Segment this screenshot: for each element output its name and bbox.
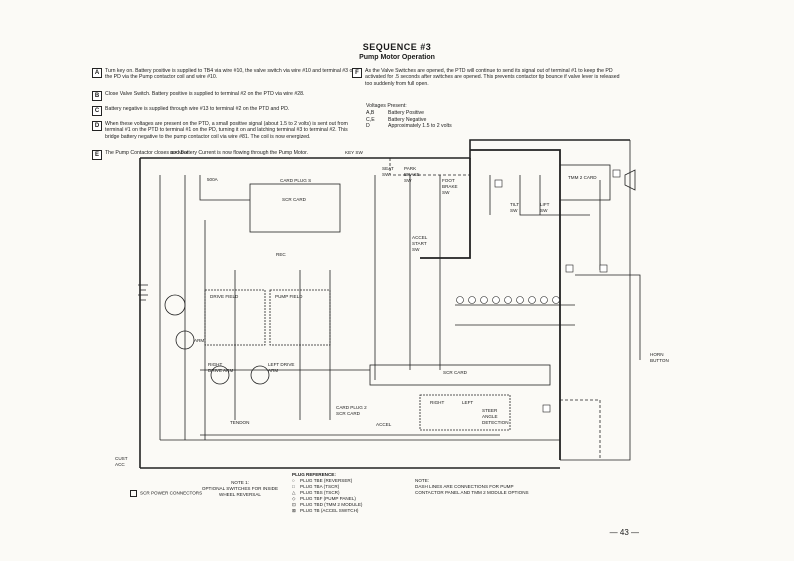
label-lift-sw: LIFT SW [540, 202, 550, 213]
plug-item: PLUG TBS (TSCR) [300, 490, 340, 495]
label-card-plug-2: CARD PLUG 2 SCR CARD [336, 405, 367, 416]
plug-symbol: ◇ [292, 496, 296, 501]
plug-item: PLUG TBF (PUMP PANEL) [300, 496, 356, 501]
right-drive-motor [210, 365, 230, 385]
label-scr-card-bottom: SCR CARD [443, 370, 467, 375]
step-f: F As the Valve Switches are opened, the … [352, 68, 622, 90]
plug-item: PLUG TBE (REVERSER) [300, 478, 353, 483]
plug-item: PLUG TBA (TSCR) [300, 484, 340, 489]
step-a: A Turn key on. Battery positive is suppl… [92, 68, 357, 90]
label-horn-button: HORN BUTTON [650, 352, 669, 363]
plug-symbol: △ [292, 490, 296, 495]
bus-line-right [560, 140, 631, 461]
plug-symbol: ○ [292, 478, 295, 483]
label-accel-start: ACCEL START SW [412, 235, 428, 252]
label-rec: REC [276, 252, 286, 257]
step-c: C Battery negative is supplied through w… [92, 106, 357, 120]
voltage-desc: Battery Positive [388, 110, 425, 117]
label-card-plug: CARD PLUG S [280, 178, 312, 183]
step-text-f: As the Valve Switches are opened, the PT… [365, 68, 620, 87]
label-scr-card: SCR CARD [282, 197, 306, 202]
tmm2-card-box [559, 164, 611, 201]
label-cust-acc: CUST ACC [115, 456, 128, 467]
voltage-desc: Approximately 1.5 to 2 volts [388, 123, 452, 130]
note-text: DASH LINES ARE CONNECTIONS FOR PUMP CONT… [415, 484, 529, 495]
scr-card-block [369, 364, 551, 386]
label-seat-sw: SEAT SW [382, 166, 394, 177]
note-2: NOTE: DASH LINES ARE CONNECTIONS FOR PUM… [415, 478, 535, 496]
scr-connections-label: SCR POWER CONNECTORS [140, 490, 203, 496]
arm-motor [175, 330, 195, 350]
step-text-a: Turn key on. Battery positive is supplie… [105, 68, 356, 81]
bus-line-top [140, 139, 630, 159]
voltage-code: D [366, 123, 370, 130]
step-text-c: Battery negative is supplied through wir… [105, 106, 290, 112]
label-drive-field: DRIVE FIELD [210, 294, 239, 299]
label-foot-brake: FOOT BRAKE SW [442, 178, 458, 195]
plug-reference: PLUG REFERENCE: ○ PLUG TBE (REVERSER) □ PL… [292, 472, 362, 514]
label-accel: ACCEL [376, 422, 392, 427]
plug-reference-heading: PLUG REFERENCE: [292, 472, 336, 477]
scr-connections-legend: SCR POWER CONNECTORS [130, 490, 202, 497]
label-right-drive-arm: RIGHT DRIVE ARM [208, 362, 234, 373]
label-isa-max: ISA MAX [170, 150, 189, 155]
label-pump-field: PUMP FIELD [275, 294, 303, 299]
voltage-code: C,E [366, 116, 375, 123]
step-b: B Close Valve Switch. Battery positive i… [92, 91, 357, 105]
label-steer-detect: STEER ANGLE DETECTION [482, 408, 509, 425]
label-tilt-sw: TILT SW [510, 202, 520, 213]
step-badge-f: F [352, 68, 362, 78]
step-text-b: Close Valve Switch. Battery positive is … [105, 91, 305, 97]
left-drive-motor [250, 365, 270, 385]
step-d: D When these voltages are present on the… [92, 121, 357, 149]
step-badge-b: B [92, 91, 102, 101]
note-1-heading: NOTE 1: [231, 480, 249, 485]
battery-symbol [138, 284, 148, 301]
horn-symbol [624, 169, 636, 191]
voltage-code: A,B [366, 110, 375, 117]
label-park-brake: PARK BRAKE SW [404, 166, 420, 183]
plug-symbol: ⊠ [292, 508, 296, 513]
heavy-right [470, 149, 561, 258]
voltage-desc: Battery Negative [388, 116, 427, 123]
step-text-e: The Pump Contactor closes and Battery Cu… [105, 150, 308, 156]
note-1: NOTE 1: OPTIONAL SWITCHES FOR INSIDE WHE… [200, 480, 280, 498]
label-left: LEFT [462, 400, 474, 405]
heavy-loop [420, 158, 471, 259]
label-arm: ARM [194, 338, 205, 343]
plug-item: PLUG TBD (TMM 2 MODULE) [300, 502, 363, 507]
scr-card-plug-box [249, 183, 341, 233]
step-badge-a: A [92, 68, 102, 78]
scr-connector-icon [130, 490, 137, 497]
page-number: — 43 — [609, 528, 639, 537]
page-subtitle: Pump Motor Operation [359, 54, 435, 61]
voltages-block: Voltages Present: A,B Battery Positive C,… [366, 103, 546, 130]
note-heading: NOTE: [415, 478, 430, 483]
label-left-drive-arm: LEFT DRIVE ARM [268, 362, 295, 373]
step-e: E The Pump Contactor closes and Battery … [92, 150, 357, 164]
step-badge-d: D [92, 121, 102, 131]
label-key-sw: KEY SW [345, 150, 363, 155]
step-badge-e: E [92, 150, 102, 160]
plug-item: PLUG TB (ACCEL SWITCH) [300, 508, 359, 513]
step-badge-c: C [92, 106, 102, 116]
voltages-heading: Voltages Present: [366, 103, 407, 109]
steer-detect-box [419, 394, 511, 431]
label-tendon: TENDON [230, 420, 250, 425]
label-right: RIGHT [430, 400, 445, 405]
label-tmm2-card: TMM 2 CARD [568, 175, 597, 180]
page-title: SEQUENCE #3 [362, 42, 432, 52]
step-text-d: When these voltages are present on the P… [105, 121, 348, 140]
plug-symbol: ⊡ [292, 502, 296, 507]
label-fuse: 500A [207, 177, 218, 182]
pump-motor [164, 294, 186, 316]
note-1-text: OPTIONAL SWITCHES FOR INSIDE WHEEL REVER… [201, 486, 279, 497]
step-markers [494, 169, 621, 413]
plug-symbol: □ [292, 484, 295, 489]
